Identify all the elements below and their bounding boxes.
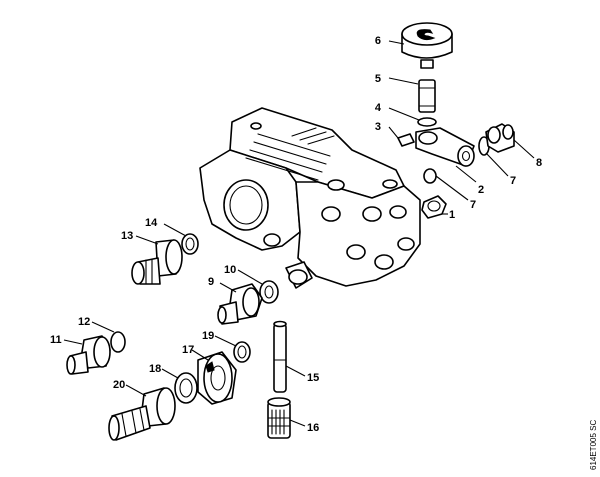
connector-nipple-part [418,79,436,113]
callout-1: 1 [449,209,455,221]
leader-lines [63,40,535,427]
callout-13: 13 [121,230,133,242]
filter-16-part [267,397,291,439]
seal-ring-7b-part [423,168,437,184]
adapter-9-part [217,283,263,325]
callout-20: 20 [113,379,125,391]
callout-15: 15 [307,372,319,384]
nut-18-part [174,372,198,404]
callout-7-upper: 7 [510,175,516,187]
hose-connector-11-part [66,335,111,375]
seal-ring-10-part [259,280,279,304]
tube-15-part [273,320,287,393]
quick-coupler-17-part [197,351,237,405]
callout-8: 8 [536,157,542,169]
callout-10: 10 [224,264,236,276]
callout-14: 14 [145,217,158,229]
banjo-fitting-part [415,127,475,167]
hose-barb-20-part [108,387,176,441]
seal-ring-12-part [110,331,126,353]
callout-2: 2 [478,184,484,196]
callout-3: 3 [375,121,381,133]
callout-11: 11 [50,334,62,346]
callout-17: 17 [182,344,194,356]
pump-housing [199,107,421,289]
callout-9: 9 [208,276,214,288]
seal-ring-4-part [417,117,437,127]
plug-1-part [421,195,447,219]
callout-19: 19 [202,330,214,342]
callout-6: 6 [375,35,381,47]
callout-12: 12 [78,316,90,328]
callout-4: 4 [375,102,382,114]
callout-7-lower: 7 [470,199,476,211]
seal-ring-14-part [181,233,199,255]
hose-barb-13-part [131,239,183,285]
document-number: 614ET005 SC [589,420,598,470]
callout-5: 5 [375,73,381,85]
plug-3-part [397,133,415,147]
callout-18: 18 [149,363,161,375]
callout-labels: 6 5 4 3 1 2 7 7 8 14 13 10 9 12 11 19 17… [50,35,542,434]
banjo-bolt-part [485,123,515,153]
callout-16: 16 [307,422,319,434]
seal-ring-19-part [233,341,251,363]
pressure-gauge-part [401,22,453,69]
